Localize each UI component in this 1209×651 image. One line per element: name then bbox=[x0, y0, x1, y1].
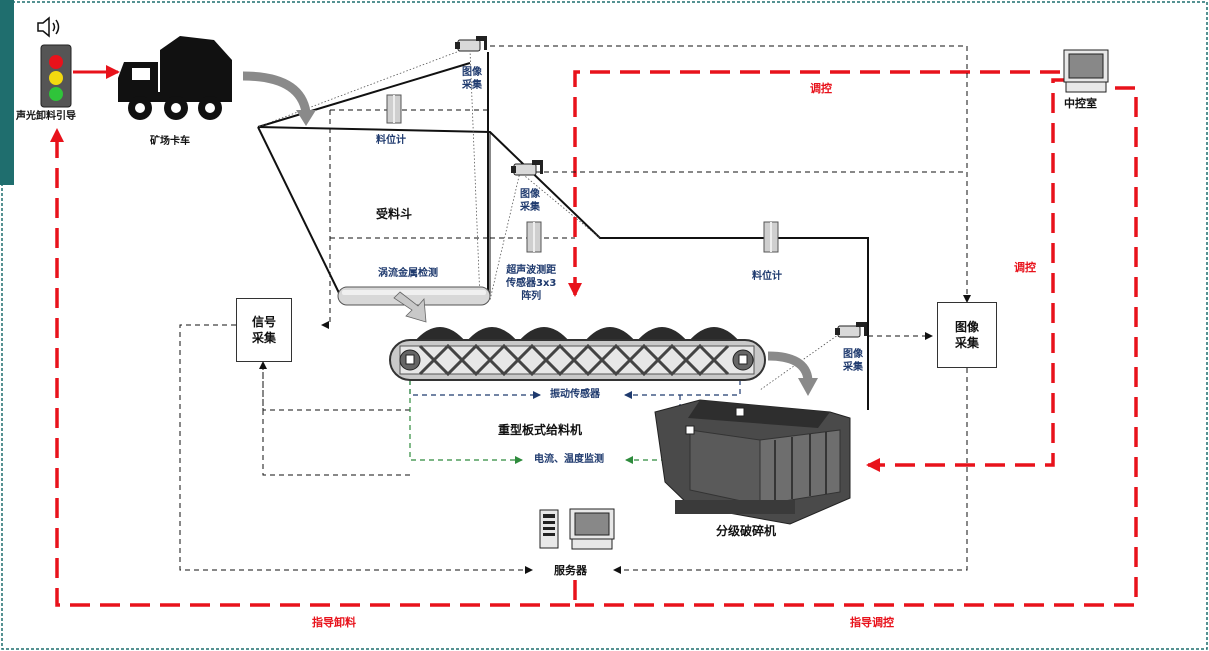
grey-arrow-belt-crusher-head bbox=[798, 378, 818, 396]
sight-top-1 bbox=[257, 46, 471, 128]
dump-truck-icon bbox=[118, 36, 232, 120]
label-server: 服务器 bbox=[554, 564, 587, 577]
red-guide-unload-line bbox=[50, 128, 577, 607]
label-feeder: 重型板式给料机 bbox=[498, 423, 583, 437]
label-regulate-right: 调控 bbox=[1014, 261, 1036, 274]
image-collect-box: 图像 采集 bbox=[937, 302, 997, 368]
red-regulate-right-line bbox=[866, 78, 1070, 472]
camera-icon bbox=[455, 36, 487, 52]
red-guide-regulate-line bbox=[575, 86, 1138, 607]
dash-cam-top-to-image bbox=[490, 45, 971, 303]
crusher-icon bbox=[654, 399, 851, 525]
label-image-cam-top: 图像 采集 bbox=[462, 67, 482, 91]
conveyor-icon bbox=[389, 327, 766, 381]
speaker-icon bbox=[37, 16, 60, 38]
dash-vibration-to-signal bbox=[259, 361, 410, 411]
label-guide-regulate: 指导调控 bbox=[850, 616, 894, 629]
eddy-arrow bbox=[393, 291, 427, 323]
dash-signal-to-server bbox=[179, 324, 533, 574]
label-level-meter-top: 料位计 bbox=[376, 135, 406, 146]
sight-mid-1 bbox=[489, 171, 521, 301]
server-icon bbox=[539, 509, 559, 549]
grey-arrow-belt-crusher bbox=[767, 351, 813, 381]
eddy-tube bbox=[337, 286, 491, 306]
label-regulate-top: 调控 bbox=[810, 82, 832, 95]
control-room-computer-icon bbox=[1063, 49, 1109, 93]
eddy-tube-highlight bbox=[342, 290, 486, 295]
dash-current-to-signal bbox=[262, 362, 410, 476]
label-ultrasonic: 超声波测距 传感器3x3 阵列 bbox=[506, 265, 557, 302]
signal-collect-box: 信号 采集 bbox=[236, 298, 292, 362]
label-vibration: 振动传感器 bbox=[548, 388, 602, 402]
dash-image-to-server bbox=[613, 368, 968, 574]
hopper-top-edge bbox=[257, 126, 869, 410]
grey-arrow-truck-hopper-head bbox=[296, 110, 316, 126]
label-current-temp: 电流、温度监测 bbox=[532, 453, 606, 467]
label-image-cam-mid: 图像 采集 bbox=[520, 189, 540, 213]
label-signal-light: 声光卸料引导 bbox=[16, 111, 76, 122]
label-image-cam-right: 图像 采集 bbox=[843, 349, 863, 373]
computer-icon bbox=[569, 508, 615, 550]
camera-icon bbox=[511, 160, 543, 176]
label-crusher: 分级破碎机 bbox=[716, 524, 777, 538]
label-hopper: 受料斗 bbox=[376, 207, 413, 221]
red-regulate-top-line bbox=[568, 70, 1060, 297]
grey-arrow-truck-hopper bbox=[242, 71, 311, 114]
dash-left-to-signal bbox=[321, 110, 331, 329]
label-truck: 矿场卡车 bbox=[150, 136, 190, 147]
level-sensor-icon bbox=[386, 94, 402, 124]
current-line-left bbox=[409, 362, 523, 464]
teal-corner-block bbox=[0, 0, 14, 185]
label-guide-unload: 指导卸料 bbox=[312, 616, 356, 629]
camera-icon bbox=[835, 322, 867, 338]
level-sensor-right-icon bbox=[763, 221, 779, 253]
ultrasonic-sensor-icon bbox=[526, 221, 542, 253]
label-level-meter-right: 料位计 bbox=[752, 271, 782, 282]
traffic-light-icon bbox=[40, 44, 72, 108]
label-control-room: 中控室 bbox=[1064, 97, 1097, 110]
hopper-roof bbox=[257, 62, 471, 128]
hopper-left-wall bbox=[257, 126, 341, 296]
label-eddy-metal: 涡流金属检测 bbox=[378, 268, 438, 279]
